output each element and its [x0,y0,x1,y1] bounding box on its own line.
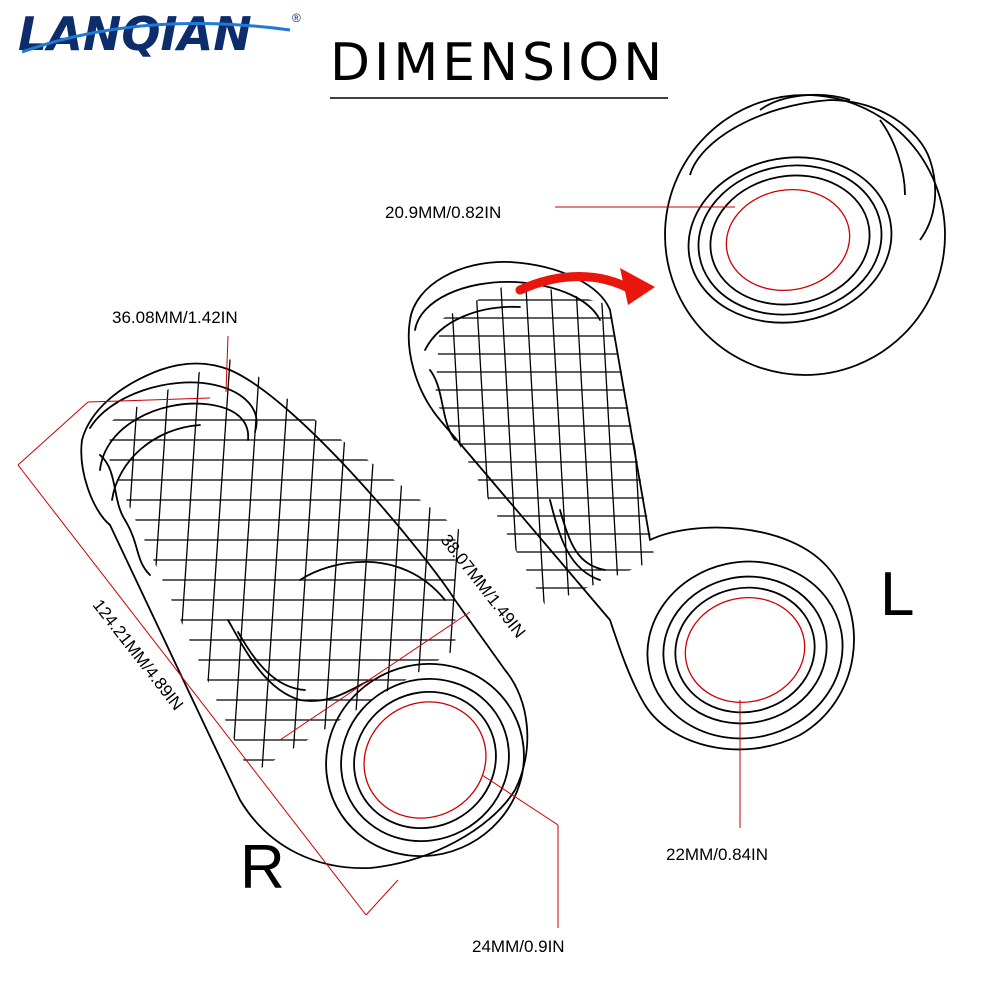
grip-left-top-ridge [424,305,521,351]
detail-end-inner-rim [697,164,883,316]
label-top-outer-diameter: 36.08MM/1.42IN [112,308,238,327]
label-r-inner-diameter: 24MM/0.9IN [472,937,565,956]
grip-left-end-lip [674,586,816,714]
brand-name: LANQIAN [18,7,252,61]
grip-left-side-wave [429,369,456,441]
grip-right-band [299,560,446,601]
grip-left-bezel-inner [559,509,606,571]
detail-end-lip [709,174,871,306]
length-tick-top [17,401,89,466]
grip-left-end-inner-rim [662,575,828,725]
grip-right [80,359,529,869]
grip-left-bezel [549,499,601,581]
grip-right-top-ridge-2 [111,424,201,501]
grip-right-bezel-inner [237,631,306,691]
detail-grip-ridge-2 [879,119,906,196]
detail-grip-top [689,99,937,241]
grip-left-inner-diameter-ring [684,596,806,704]
leader-top-outer-diameter [225,335,229,393]
grip-left [407,261,855,751]
registered-mark: ® [292,11,301,25]
grip-left-outline [407,261,855,751]
label-l-inner-diameter: 22MM/0.84IN [666,845,768,864]
length-extension-top [87,397,211,403]
detail-magnifier [664,93,946,376]
detail-grip-ridge [759,93,851,111]
leader-bottom-outer-diameter [279,611,471,741]
grip-right-end-lip [353,690,497,830]
grip-left-end-rim [646,560,844,740]
grip-right-end-inner-rim [340,677,510,843]
length-dimension-line [17,464,367,916]
brand-logo: LANQIAN ® [18,7,301,61]
leader-r-inner-a [481,774,559,826]
grip-right-top-cap [89,381,258,433]
brand-swoosh [21,22,291,54]
grip-left-tread [435,280,655,605]
side-marker-left: L [880,560,914,629]
detail-circle [664,94,946,376]
curved-arrow-icon [515,268,655,305]
grip-left-top-cap [414,281,601,331]
length-tick-bottom [365,879,399,916]
side-marker-right: R [240,833,285,902]
grip-right-inner-diameter-ring [363,701,487,819]
grip-right-tread [109,359,471,775]
label-detail-inner-diameter: 20.9MM/0.82IN [385,203,501,222]
measure-lines [17,206,741,928]
detail-inner-diameter-ring [725,188,851,292]
grip-right-outline [80,362,529,869]
grip-right-end-rim [325,662,525,858]
grip-right-side-wave [99,454,151,576]
detail-end-rim [687,156,893,324]
page-title: DIMENSION [330,33,666,93]
